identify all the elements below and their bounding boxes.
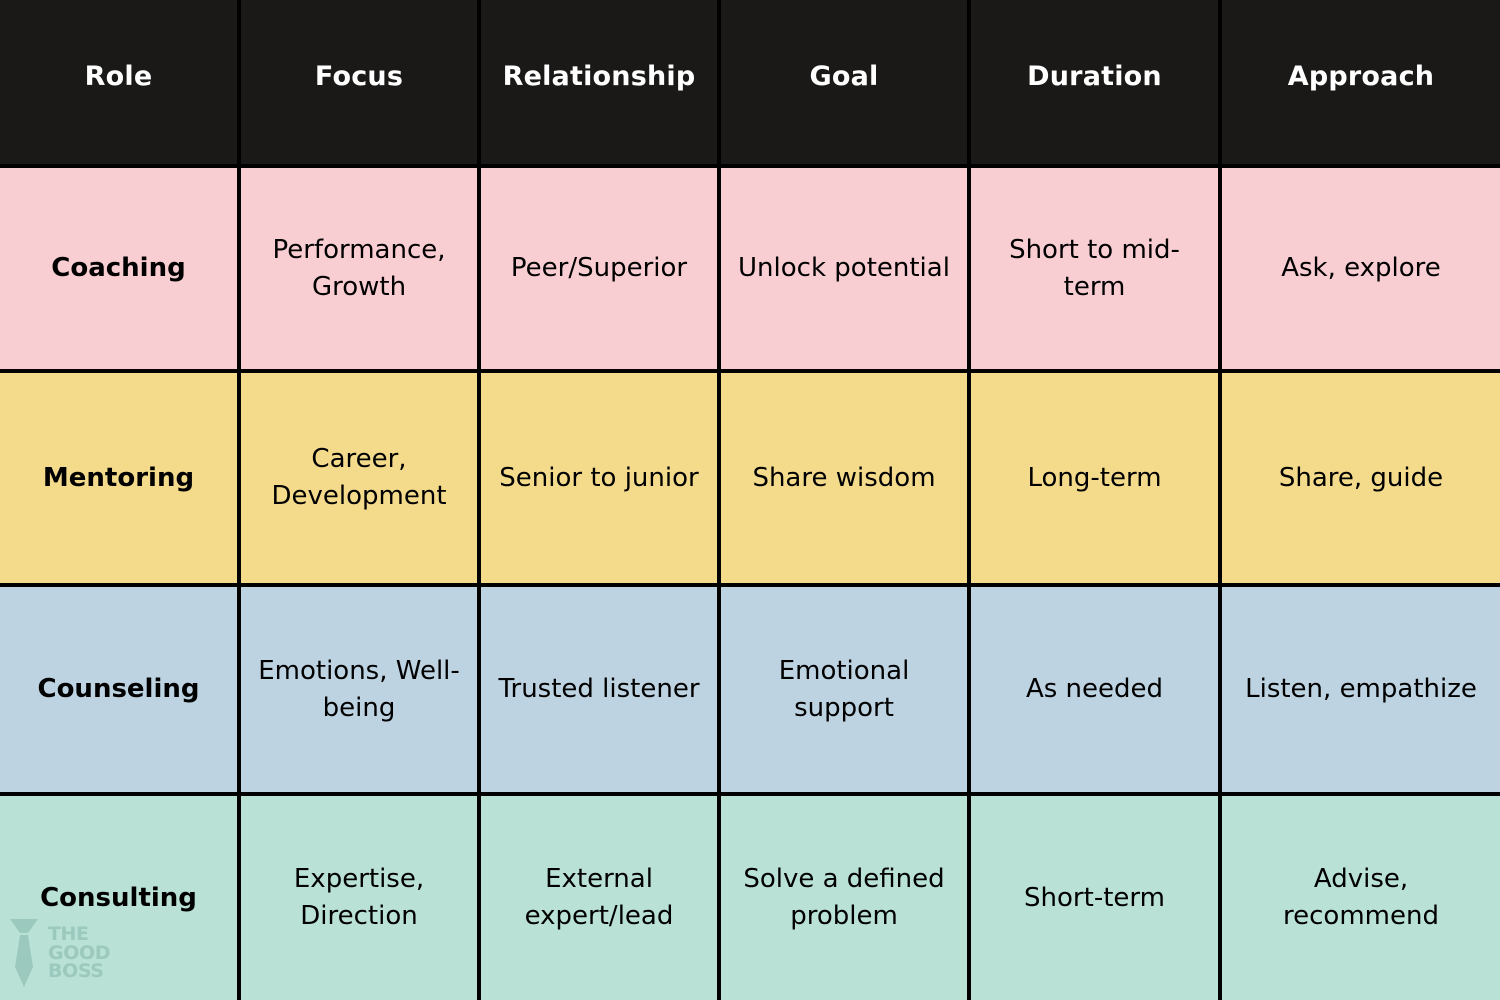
cell-text: Advise, recommend	[1283, 864, 1439, 931]
table-cell-focus: Expertise, Direction	[241, 796, 481, 1000]
cell-text: Ask, explore	[1281, 253, 1441, 284]
table-row-role-cell: Consulting THE GOOD BOSS	[0, 796, 241, 1000]
cell-text: Share, guide	[1278, 462, 1444, 493]
table-cell-focus: Performance, Growth	[241, 168, 481, 373]
cell-text: Emotions, Well-being	[258, 655, 460, 723]
table-cell-approach: Share, guide	[1222, 373, 1500, 587]
table-cell-duration: Short-term	[971, 796, 1222, 1000]
column-header-approach: Approach	[1222, 0, 1500, 168]
column-header-label: Approach	[1287, 61, 1435, 92]
column-header-role: Role	[0, 0, 241, 168]
column-header-goal: Goal	[721, 0, 971, 168]
cell-text: Emotional support	[778, 655, 910, 723]
cell-text: Short-term	[1024, 882, 1165, 913]
cell-text: Long-term	[1027, 462, 1162, 493]
cell-text: Trusted listener	[498, 674, 700, 705]
cell-text: As needed	[1025, 674, 1164, 705]
watermark-line-1: THE	[48, 923, 89, 946]
column-header-label: Role	[84, 61, 153, 92]
table-cell-approach: Listen, empathize	[1222, 587, 1500, 796]
cell-text: Share wisdom	[752, 462, 936, 493]
cell-text: Short to mid-term	[1009, 234, 1180, 302]
cell-text: Solve a defined problem	[743, 864, 945, 931]
cell-text: Consulting	[40, 882, 197, 913]
table-cell-duration: As needed	[971, 587, 1222, 796]
cell-text: Counseling	[37, 674, 200, 705]
column-header-label: Relationship	[502, 61, 696, 92]
table-cell-relationship: Peer/Superior	[481, 168, 721, 373]
table-cell-relationship: External expert/lead	[481, 796, 721, 1000]
cell-text: Career, Development	[271, 444, 447, 511]
cell-text: Coaching	[51, 253, 186, 284]
cell-text: Peer/Superior	[510, 253, 688, 284]
table-cell-duration: Short to mid-term	[971, 168, 1222, 373]
brand-watermark: THE GOOD BOSS	[6, 914, 124, 992]
table-cell-approach: Advise, recommend	[1222, 796, 1500, 1000]
cell-text: External expert/lead	[524, 864, 674, 931]
column-header-label: Focus	[314, 61, 404, 92]
necktie-icon	[10, 919, 38, 987]
column-header-label: Goal	[809, 61, 879, 92]
table-cell-goal: Unlock potential	[721, 168, 971, 373]
cell-text: Performance, Growth	[272, 234, 446, 302]
cell-text: Mentoring	[42, 462, 195, 493]
cell-text: Expertise, Direction	[293, 864, 425, 931]
table-cell-goal: Share wisdom	[721, 373, 971, 587]
table-cell-focus: Career, Development	[241, 373, 481, 587]
table-row-role-cell: Mentoring	[0, 373, 241, 587]
column-header-duration: Duration	[971, 0, 1222, 168]
table-cell-duration: Long-term	[971, 373, 1222, 587]
cell-text: Unlock potential	[738, 253, 950, 284]
column-header-focus: Focus	[241, 0, 481, 168]
watermark-line-3: BOSS	[48, 960, 104, 983]
table-cell-relationship: Trusted listener	[481, 587, 721, 796]
column-header-label: Duration	[1027, 61, 1162, 92]
column-header-relationship: Relationship	[481, 0, 721, 168]
table-row-role-cell: Counseling	[0, 587, 241, 796]
table-cell-focus: Emotions, Well-being	[241, 587, 481, 796]
cell-text: Listen, empathize	[1245, 674, 1477, 705]
table-cell-relationship: Senior to junior	[481, 373, 721, 587]
cell-text: Senior to junior	[499, 462, 699, 493]
watermark-text: THE GOOD BOSS	[48, 925, 110, 981]
watermark-line-2: GOOD	[48, 941, 111, 964]
table-cell-approach: Ask, explore	[1222, 168, 1500, 373]
table-cell-goal: Emotional support	[721, 587, 971, 796]
table-row-role-cell: Coaching	[0, 168, 241, 373]
table-cell-goal: Solve a defined problem	[721, 796, 971, 1000]
